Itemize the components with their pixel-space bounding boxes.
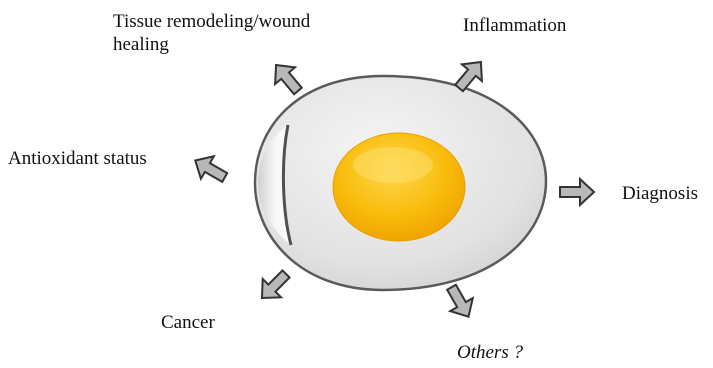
label-antioxidant-status: Antioxidant status [8,147,147,170]
arrow-antioxidant-status [189,149,231,189]
label-tissue-remodeling: Tissue remodeling/wound healing [113,10,313,56]
label-others: Others ? [457,341,523,364]
label-cancer: Cancer [161,311,215,334]
egg-yolk-highlight [353,147,433,183]
arrow-diagnosis [560,179,594,205]
label-inflammation: Inflammation [463,14,566,37]
arrow-others [440,281,480,323]
arrow-cancer [253,265,295,307]
label-diagnosis: Diagnosis [622,182,698,205]
arrow-tissue-remodeling [266,57,308,100]
